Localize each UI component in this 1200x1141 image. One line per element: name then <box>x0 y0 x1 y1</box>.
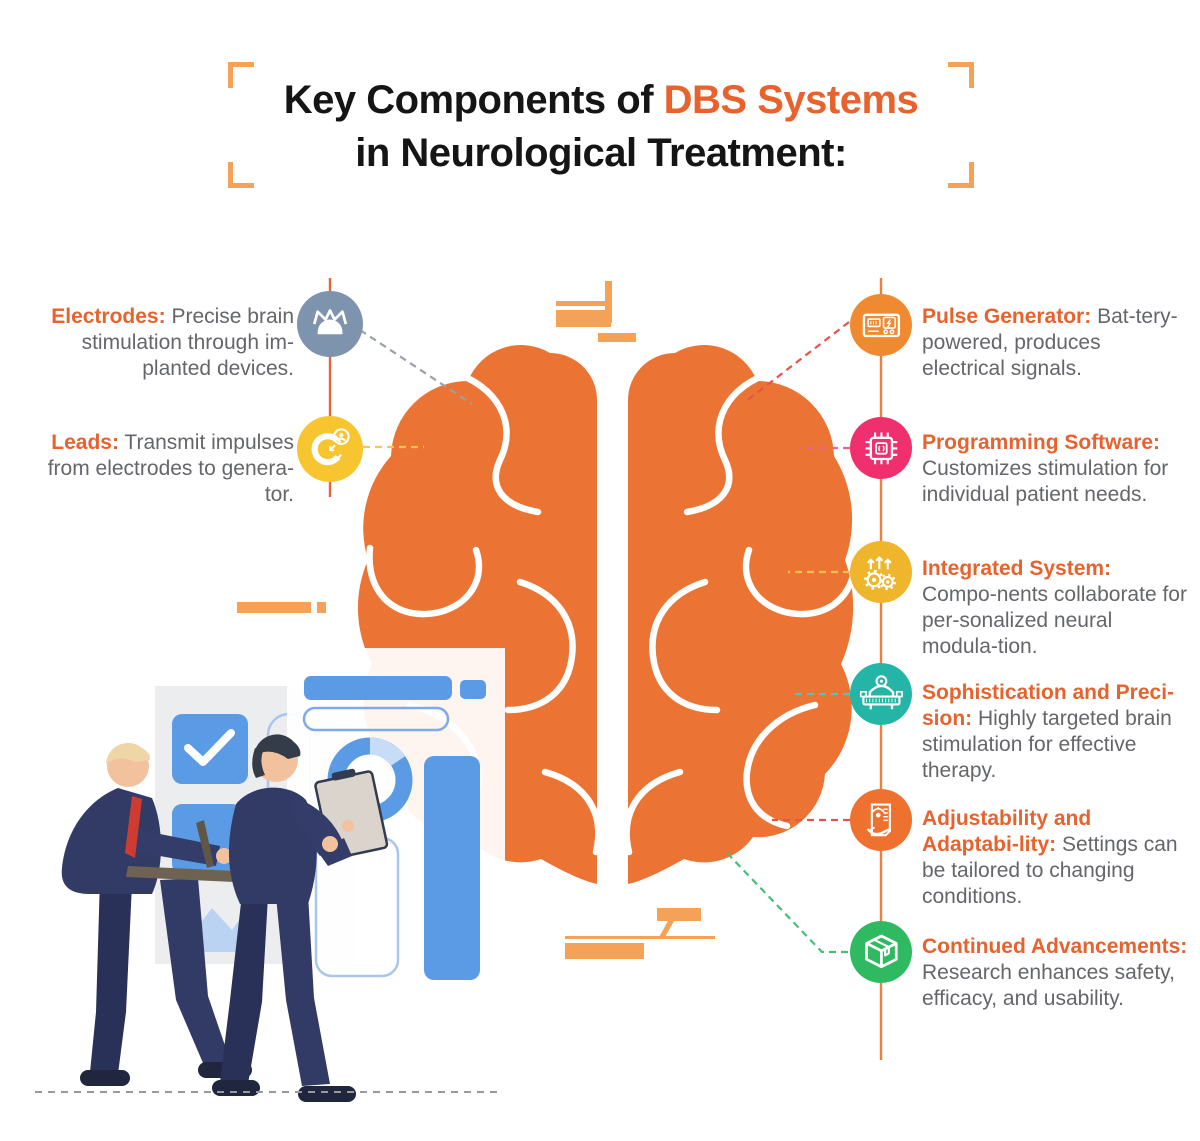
top-decoration <box>556 281 636 342</box>
item-label: Pulse Generator: <box>922 305 1092 328</box>
corner-bracket-icon <box>948 62 974 88</box>
item-sophistication: Sophistication and Preci-sion: Highly ta… <box>922 680 1188 784</box>
corner-bracket-icon <box>948 162 974 188</box>
item-leads: Leads: Transmit impulses from electrodes… <box>40 430 294 508</box>
magnet-icon <box>297 416 363 482</box>
item-text: Research enhances safety, efficacy, and … <box>922 961 1175 1010</box>
businessmen-illustration <box>35 648 505 1102</box>
gears-growth-icon <box>850 541 912 603</box>
item-advancements: Continued Advancements: Research enhance… <box>922 934 1188 1012</box>
item-pulse-generator: Pulse Generator: Bat-tery-powered, produ… <box>922 304 1188 382</box>
tailored-settings-icon <box>850 789 912 851</box>
electrodes-cap-icon <box>297 291 363 357</box>
corner-bracket-icon <box>228 62 254 88</box>
item-text: Customizes stimulation for individual pa… <box>922 457 1169 506</box>
corner-bracket-icon <box>228 162 254 188</box>
advancements-connector <box>726 852 848 954</box>
man-with-clipboard <box>212 734 389 1102</box>
item-text: Precise brain stimulation through im-pla… <box>81 305 294 380</box>
item-text: Settings can be tailored to changing con… <box>922 833 1178 908</box>
item-label: Adjustability and Adaptabi-lity: <box>922 807 1092 856</box>
mid-left-decoration <box>237 602 326 613</box>
page-title: Key Components of DBS Systems in Neurolo… <box>220 60 982 180</box>
connector-lines <box>359 321 850 954</box>
item-text: Bat-tery-powered, produces electrical si… <box>922 305 1178 380</box>
item-text: Compo-nents collaborate for per-sonalize… <box>922 583 1187 658</box>
precision-machine-icon <box>850 663 912 725</box>
pulse-generator-icon <box>850 294 912 356</box>
item-label: Electrodes: <box>51 305 166 328</box>
laptop-screen <box>196 820 214 868</box>
item-label: Integrated System: <box>922 557 1112 580</box>
microchip-icon <box>850 417 912 479</box>
electrodes-connector <box>359 329 473 405</box>
title-line2: in Neurological Treatment: <box>355 131 847 175</box>
laptop-base <box>126 866 236 882</box>
title-highlight: DBS Systems <box>663 78 919 122</box>
bottom-decoration <box>565 908 715 959</box>
title-block: Key Components of DBS Systems in Neurolo… <box>220 60 982 190</box>
item-label: Leads: <box>51 431 119 454</box>
item-label: Sophistication and Preci-sion: <box>922 681 1175 730</box>
brain-folds <box>366 368 859 856</box>
item-label: Continued Advancements: <box>922 935 1188 958</box>
item-text: Highly targeted brain stimulation for ef… <box>922 707 1172 782</box>
man-with-laptop <box>61 742 252 1086</box>
item-programming-software: Programming Software: Customizes stimula… <box>922 430 1188 508</box>
title-prefix: Key Components of <box>283 78 664 122</box>
package-icon <box>850 921 912 983</box>
item-text: Transmit impulses from electrodes to gen… <box>47 431 294 506</box>
item-adjustability: Adjustability and Adaptabi-lity: Setting… <box>922 806 1188 910</box>
item-integrated-system: Integrated System: Compo-nents collabora… <box>922 556 1188 660</box>
pulse-generator-connector <box>744 321 850 403</box>
item-electrodes: Electrodes: Precise brain stimulation th… <box>40 304 294 382</box>
item-label: Programming Software: <box>922 431 1161 454</box>
